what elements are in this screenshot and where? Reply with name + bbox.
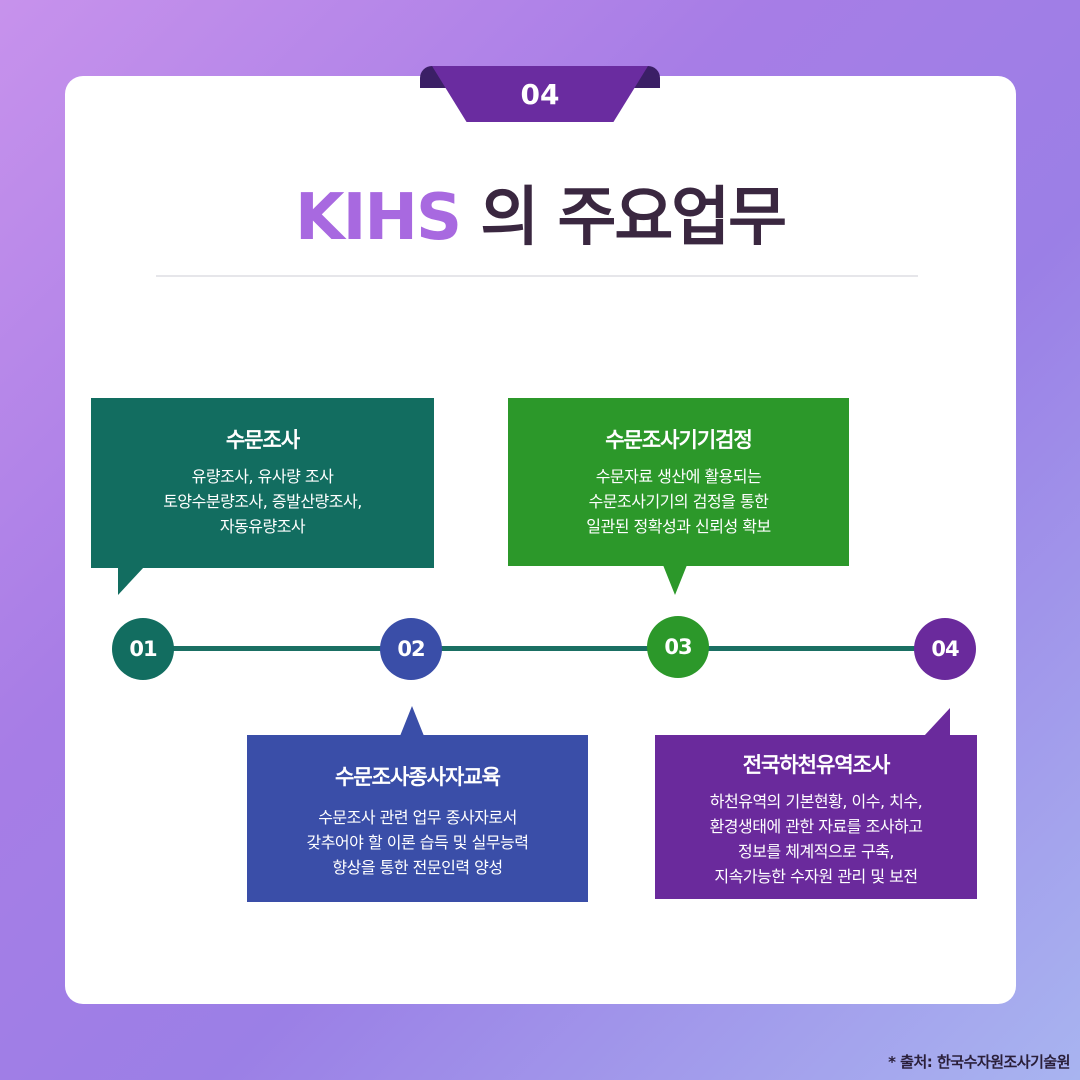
step-description: 유량조사, 유사량 조사 토양수분량조사, 증발산량조사, 자동유량조사 — [91, 464, 434, 539]
step-node-04: 04 — [914, 618, 976, 680]
step-node-label: 01 — [129, 637, 157, 661]
step-description: 수문자료 생산에 활용되는 수문조사기기의 검정을 통한 일관된 정확성과 신뢰… — [508, 464, 849, 539]
description-line: 일관된 정확성과 신뢰성 확보 — [586, 517, 771, 536]
source-note: * 출처: 한국수자원조사기술원 — [888, 1053, 1070, 1071]
page-number: 04 — [520, 77, 560, 111]
step-description: 수문조사 관련 업무 종사자로서 갖추어야 할 이론 습득 및 실무능력 향상을… — [247, 805, 588, 880]
title-kihs: KIHS — [294, 181, 462, 255]
step-box-01-pointer — [118, 567, 144, 595]
description-line: 갖추어야 할 이론 습득 및 실무능력 — [306, 833, 529, 852]
title-rest: 의 주요업무 — [460, 181, 787, 255]
step-box-04-pointer — [924, 708, 950, 736]
step-node-label: 04 — [931, 637, 959, 661]
timeline-line — [143, 646, 946, 651]
step-node-01: 01 — [112, 618, 174, 680]
step-box-03: 수문조사기기검정 수문자료 생산에 활용되는 수문조사기기의 검정을 통한 일관… — [508, 398, 849, 566]
description-line: 수문자료 생산에 활용되는 — [595, 467, 762, 486]
step-description: 하천유역의 기본현황, 이수, 치수, 환경생태에 관한 자료를 조사하고 정보… — [655, 789, 977, 889]
step-box-04: 전국하천유역조사 하천유역의 기본현황, 이수, 치수, 환경생태에 관한 자료… — [655, 735, 977, 899]
description-line: 환경생태에 관한 자료를 조사하고 — [709, 817, 923, 836]
step-title: 수문조사기기검정 — [605, 428, 753, 452]
step-node-label: 02 — [397, 637, 425, 661]
description-line: 수문조사 관련 업무 종사자로서 — [318, 808, 517, 827]
step-node-02: 02 — [380, 618, 442, 680]
page-title: KIHS 의 주요업무 — [0, 186, 1080, 250]
description-line: 자동유량조사 — [219, 517, 306, 536]
description-line: 유량조사, 유사량 조사 — [191, 467, 334, 486]
step-box-01: 수문조사 유량조사, 유사량 조사 토양수분량조사, 증발산량조사, 자동유량조… — [91, 398, 434, 568]
step-box-03-pointer — [663, 565, 687, 595]
title-divider — [156, 275, 918, 277]
step-box-02: 수문조사종사자교육 수문조사 관련 업무 종사자로서 갖추어야 할 이론 습득 … — [247, 735, 588, 902]
description-line: 향상을 통한 전문인력 양성 — [332, 858, 503, 877]
description-line: 정보를 체계적으로 구축, — [738, 842, 894, 861]
step-node-label: 03 — [664, 635, 692, 659]
step-title: 수문조사 — [225, 428, 300, 452]
step-box-02-pointer — [400, 706, 424, 736]
step-title: 전국하천유역조사 — [742, 753, 891, 777]
step-node-03: 03 — [647, 616, 709, 678]
description-line: 토양수분량조사, 증발산량조사, — [163, 492, 362, 511]
description-line: 지속가능한 수자원 관리 및 보전 — [714, 867, 918, 886]
description-line: 수문조사기기의 검정을 통한 — [588, 492, 769, 511]
description-line: 하천유역의 기본현황, 이수, 치수, — [709, 792, 923, 811]
step-title: 수문조사종사자교육 — [335, 765, 501, 789]
page-number-tab: 04 — [432, 66, 648, 122]
